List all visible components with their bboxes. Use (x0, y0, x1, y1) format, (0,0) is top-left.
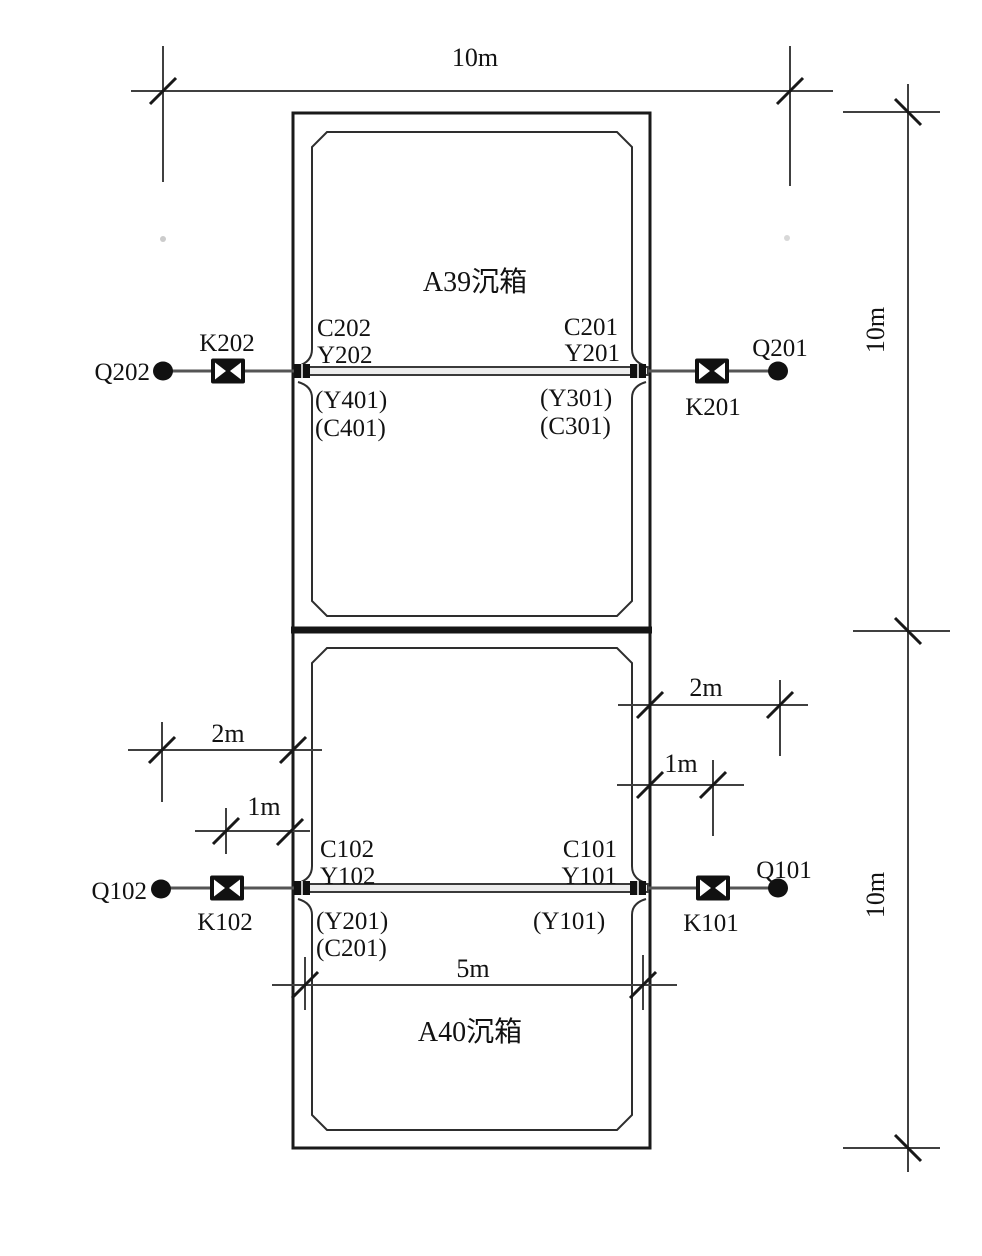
label-C201-alt: (C201) (316, 935, 387, 962)
scan-speck-left (160, 236, 166, 242)
scan-speck-right (784, 235, 790, 241)
dim-right-lower-10m-label: 10m (861, 872, 890, 918)
endpoint-Q202-icon (153, 361, 173, 381)
label-C301: (C301) (540, 413, 611, 440)
label-K102: K102 (197, 909, 253, 936)
label-C202: C202 (317, 315, 371, 342)
lower-caisson-title: A40沉箱 (418, 1016, 522, 1048)
label-Y201-alt: (Y201) (316, 908, 388, 935)
label-Y101: Y101 (561, 863, 617, 890)
dim-left-1m-lines (195, 808, 310, 854)
label-K202: K202 (199, 330, 255, 357)
dim-5m-lines (272, 955, 677, 1010)
dim-top-10m-lines (131, 46, 833, 186)
lower-left-wall-coupling-icon (294, 881, 310, 895)
dim-left-1m-label: 1m (247, 792, 280, 821)
dim-right-upper-10m-label: 10m (861, 307, 890, 353)
label-C201: C201 (564, 314, 618, 341)
dim-left-2m-lines (128, 722, 322, 802)
lower-caisson-chamber-bottom (297, 898, 647, 1131)
dim-top-10m-label: 10m (452, 43, 498, 72)
label-C401: (C401) (315, 415, 386, 442)
upper-right-wall-coupling-icon (630, 364, 646, 378)
label-Y101-alt: (Y101) (533, 908, 605, 935)
valve-K202-icon (211, 358, 245, 384)
valve-K101-icon (696, 875, 730, 901)
dim-right-1m-lines (617, 760, 744, 836)
upper-caisson-chamber-top (297, 131, 647, 367)
label-Q102: Q102 (91, 878, 147, 905)
label-Y102: Y102 (320, 863, 376, 890)
lower-right-wall-coupling-icon (630, 881, 646, 895)
endpoint-Q102-icon (151, 879, 171, 899)
label-Q101: Q101 (756, 857, 812, 884)
dim-right-2m-label: 2m (689, 673, 722, 702)
label-Y301: (Y301) (540, 385, 612, 412)
label-Y202: Y202 (317, 342, 373, 369)
label-Q201: Q201 (752, 335, 808, 362)
label-C102: C102 (320, 836, 374, 863)
dim-5m-label: 5m (456, 954, 489, 983)
dim-right-lines (843, 84, 950, 1172)
label-Y201: Y201 (564, 340, 620, 367)
valve-K102-icon (210, 875, 244, 901)
lower-caisson-chamber-top (297, 647, 647, 884)
label-Y401: (Y401) (315, 387, 387, 414)
label-K201: K201 (685, 394, 741, 421)
upper-caisson-title: A39沉箱 (423, 266, 527, 298)
dim-right-2m-lines (618, 680, 808, 756)
upper-caisson-chamber-bottom (297, 381, 647, 617)
label-K101: K101 (683, 910, 739, 937)
upper-left-wall-coupling-icon (294, 364, 310, 378)
endpoint-Q201-icon (768, 361, 788, 381)
dim-right-1m-label: 1m (664, 749, 697, 778)
label-Q202: Q202 (94, 359, 150, 386)
label-C101: C101 (563, 836, 617, 863)
valve-K201-icon (695, 358, 729, 384)
dim-left-2m-label: 2m (211, 719, 244, 748)
endpoint-Q101-icon (768, 878, 788, 898)
